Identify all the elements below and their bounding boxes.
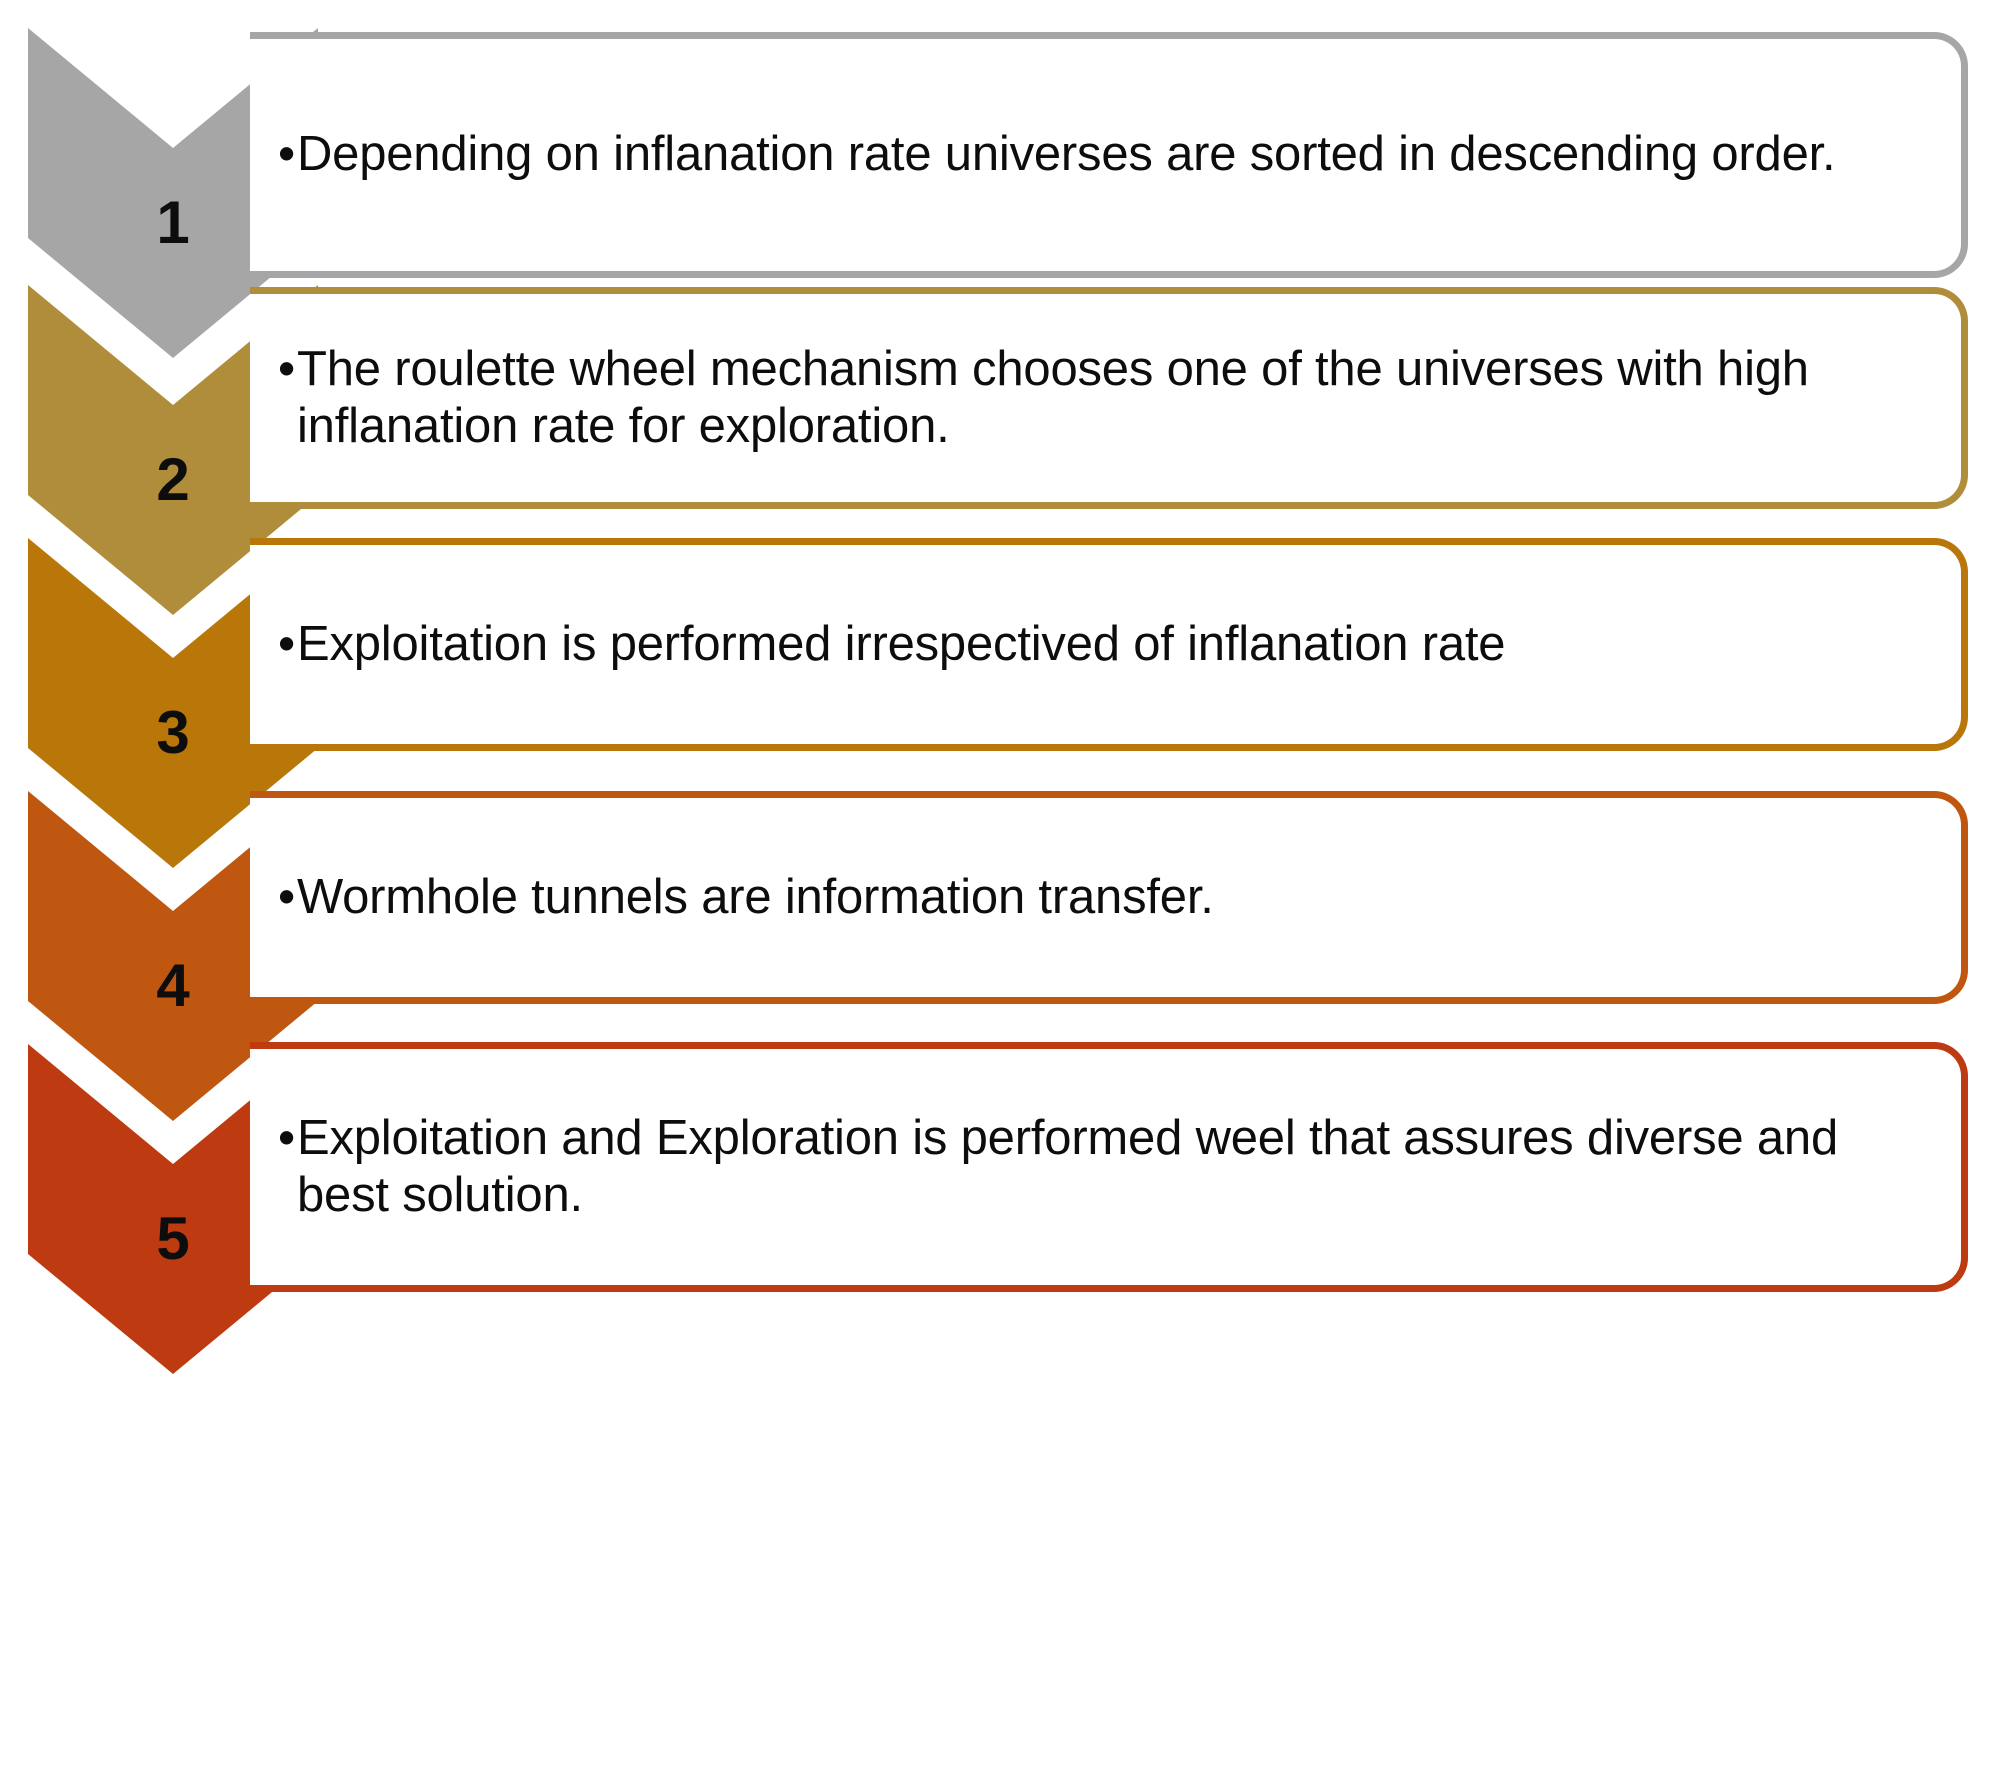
step-box-4-content: • Wormhole tunnels are information trans… — [250, 869, 1961, 926]
bullet-icon: • — [278, 869, 295, 924]
chevron-shape-4 — [28, 791, 318, 1121]
chevron-shape-1 — [28, 28, 318, 358]
step-1-bullet-line: • Depending on inflanation rate universe… — [278, 126, 1935, 183]
step-box-3[interactable]: • Exploitation is performed irrespective… — [250, 538, 1968, 751]
step-box-4[interactable]: • Wormhole tunnels are information trans… — [250, 791, 1968, 1004]
step-box-2-content: • The roulette wheel mechanism chooses o… — [250, 341, 1961, 456]
step-box-5[interactable]: • Exploitation and Exploration is perfor… — [250, 1042, 1968, 1292]
step-5-bullet-line: • Exploitation and Exploration is perfor… — [278, 1110, 1935, 1225]
step-1-text: Depending on inflanation rate universes … — [296, 127, 1836, 182]
step-box-2[interactable]: • The roulette wheel mechanism chooses o… — [250, 287, 1968, 509]
chevron-shape-5 — [28, 1044, 318, 1374]
chevron-shape-3 — [28, 538, 318, 868]
bullet-icon: • — [278, 616, 295, 671]
step-box-1-content: • Depending on inflanation rate universe… — [250, 126, 1961, 183]
chevron-shape-2 — [28, 285, 318, 615]
bullet-icon: • — [278, 127, 295, 182]
step-5-text: Exploitation and Exploration is performe… — [296, 1110, 1839, 1222]
step-box-1[interactable]: • Depending on inflanation rate universe… — [250, 32, 1968, 278]
bullet-icon: • — [278, 341, 295, 396]
step-4-bullet-line: • Wormhole tunnels are information trans… — [278, 869, 1935, 926]
step-4-text: Wormhole tunnels are information transfe… — [296, 869, 1214, 924]
step-3-bullet-line: • Exploitation is performed irrespective… — [278, 616, 1935, 673]
step-2-text: The roulette wheel mechanism chooses one… — [296, 341, 1809, 453]
step-box-3-content: • Exploitation is performed irrespective… — [250, 616, 1961, 673]
bullet-icon: • — [278, 1110, 295, 1165]
step-2-bullet-line: • The roulette wheel mechanism chooses o… — [278, 341, 1935, 456]
step-3-text: Exploitation is performed irrespectived … — [296, 616, 1506, 671]
step-box-5-content: • Exploitation and Exploration is perfor… — [250, 1110, 1961, 1225]
